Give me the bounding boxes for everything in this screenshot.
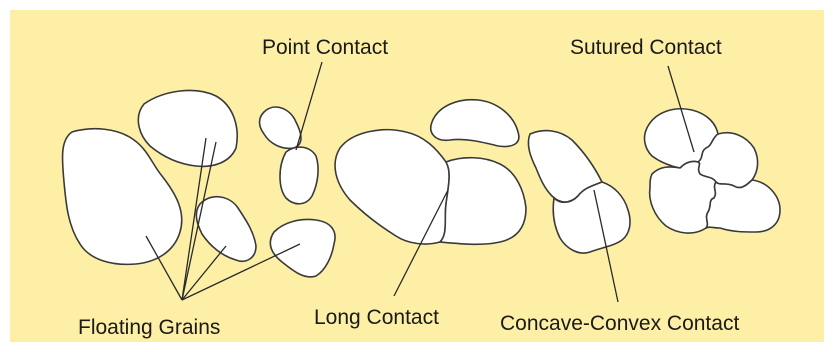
label-point-contact: Point Contact bbox=[262, 36, 388, 59]
label-concave-convex-contact: Concave-Convex Contact bbox=[500, 312, 739, 335]
sutured-grain-bottom-right bbox=[706, 180, 780, 232]
label-floating-grains: Floating Grains bbox=[78, 316, 220, 339]
label-long-contact: Long Contact bbox=[314, 306, 439, 329]
point-contact-grain-lower bbox=[280, 147, 318, 204]
label-sutured-contact: Sutured Contact bbox=[570, 36, 722, 59]
